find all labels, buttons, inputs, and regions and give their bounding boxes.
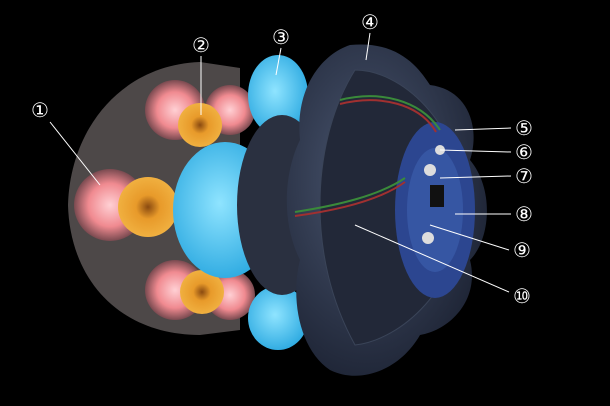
label-9: ⑨	[513, 238, 531, 262]
leader-lines	[49, 32, 512, 293]
label-2: ②	[192, 33, 210, 57]
label-6: ⑥	[515, 140, 533, 164]
label-8: ⑧	[515, 202, 533, 226]
label-1: ①	[31, 98, 49, 122]
coils	[118, 103, 224, 314]
label-4: ④	[361, 10, 379, 34]
label-7: ⑦	[515, 164, 533, 188]
circuit-board	[395, 122, 475, 298]
label-10: ⑩	[513, 284, 531, 308]
wires	[294, 95, 441, 217]
label-5: ⑤	[515, 116, 533, 140]
label-3: ③	[272, 25, 290, 49]
